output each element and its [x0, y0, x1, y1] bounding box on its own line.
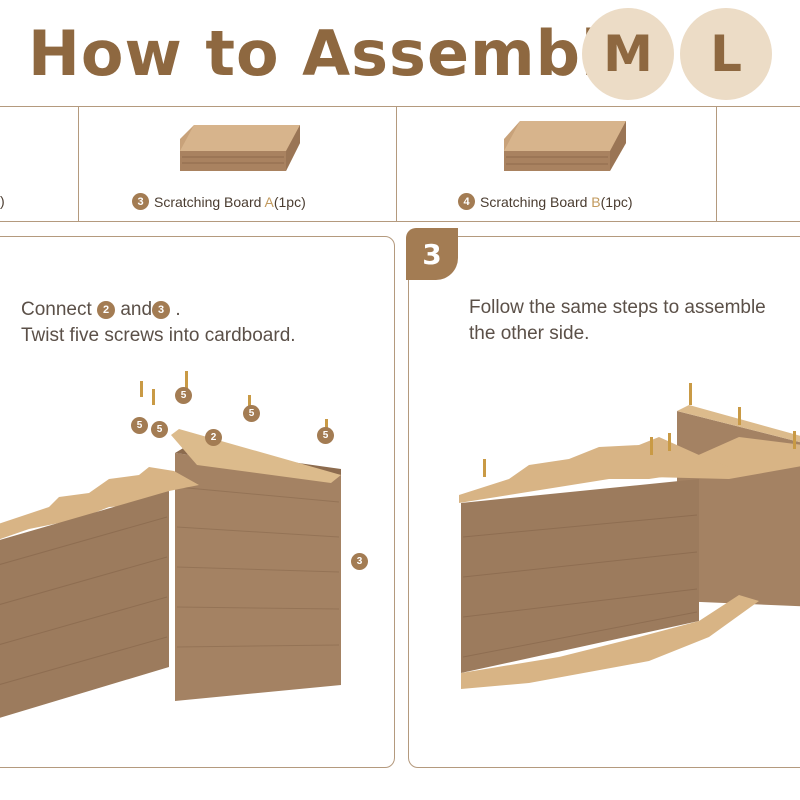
screw-callout: 5 — [317, 427, 334, 444]
part-label-fragment: ) — [0, 193, 5, 209]
step-3-badge: 3 — [406, 228, 458, 280]
part-ref-2: 2 — [97, 300, 116, 319]
part-qty: (1pc) — [273, 193, 306, 210]
screw-callout: 5 — [243, 405, 260, 422]
screw-callout: 5 — [175, 387, 192, 404]
instruction-line-1: Follow the same steps to assemble — [469, 297, 766, 318]
part-ref-3: 3 — [152, 300, 171, 319]
part-name: Scratching Board — [480, 193, 592, 210]
size-badge-l: L — [680, 8, 772, 100]
size-badge-m: M — [582, 8, 674, 100]
step-3-panel: Follow the same steps to assemble the ot… — [408, 236, 800, 768]
part-number: 3 — [132, 193, 149, 210]
step-3-illustration — [459, 383, 800, 689]
instruction-line-2: Twist five screws into cardboard. — [21, 325, 296, 346]
divider — [716, 107, 717, 221]
part-letter: B — [591, 193, 601, 210]
screw-callout: 5 — [131, 417, 148, 434]
divider — [396, 107, 397, 221]
part-label-board-b: 4 Scratching Board B(1pc) — [458, 193, 633, 210]
scratching-board-a-image — [180, 125, 300, 171]
scratching-board-b-image — [504, 121, 626, 171]
screw-callout: 5 — [151, 421, 168, 438]
page-title: How to Assemble — [28, 17, 647, 90]
parts-list: ) 3 Scratching Board A(1pc) 4 Scratching… — [0, 106, 800, 222]
part-callout-2: 2 — [205, 429, 222, 446]
part-label-board-a: 3 Scratching Board A(1pc) — [132, 193, 306, 210]
instruction-line-2: the other side. — [469, 323, 590, 344]
divider — [78, 107, 79, 221]
part-letter: A — [264, 193, 274, 210]
step-3-instructions: Follow the same steps to assemble the ot… — [469, 295, 766, 347]
part-qty: (1pc) — [600, 193, 633, 210]
part-name: Scratching Board — [154, 193, 265, 210]
part-number: 4 — [458, 193, 475, 210]
part-callout-3: 3 — [351, 553, 368, 570]
step-2-illustration — [0, 371, 341, 718]
